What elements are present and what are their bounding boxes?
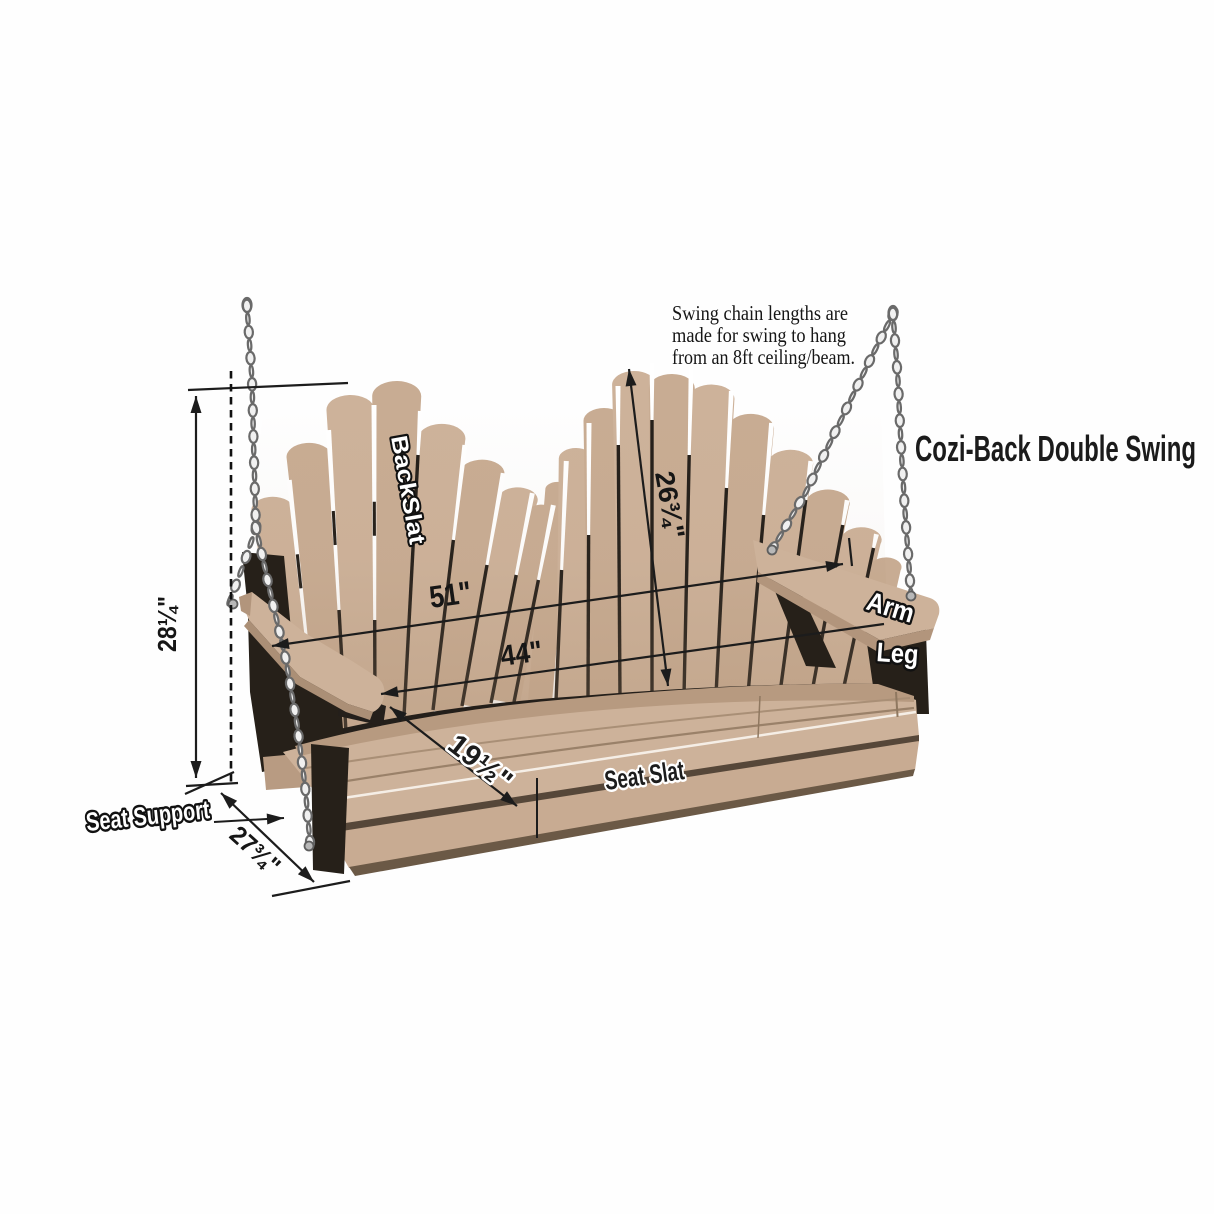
svg-text:44": 44" bbox=[499, 635, 545, 673]
svg-text:Swing chain lengths are: Swing chain lengths are bbox=[672, 301, 848, 325]
svg-text:made for swing to hang: made for swing to hang bbox=[672, 323, 846, 347]
svg-text:Leg: Leg bbox=[876, 637, 920, 670]
svg-text:Leg: Leg bbox=[876, 637, 920, 670]
svg-text:from an 8ft ceiling/beam.: from an 8ft ceiling/beam. bbox=[672, 345, 855, 369]
svg-text:28¼": 28¼" bbox=[152, 596, 182, 652]
svg-text:Cozi-Back Double Swing: Cozi-Back Double Swing bbox=[915, 428, 1196, 469]
svg-text:51": 51" bbox=[427, 574, 473, 615]
